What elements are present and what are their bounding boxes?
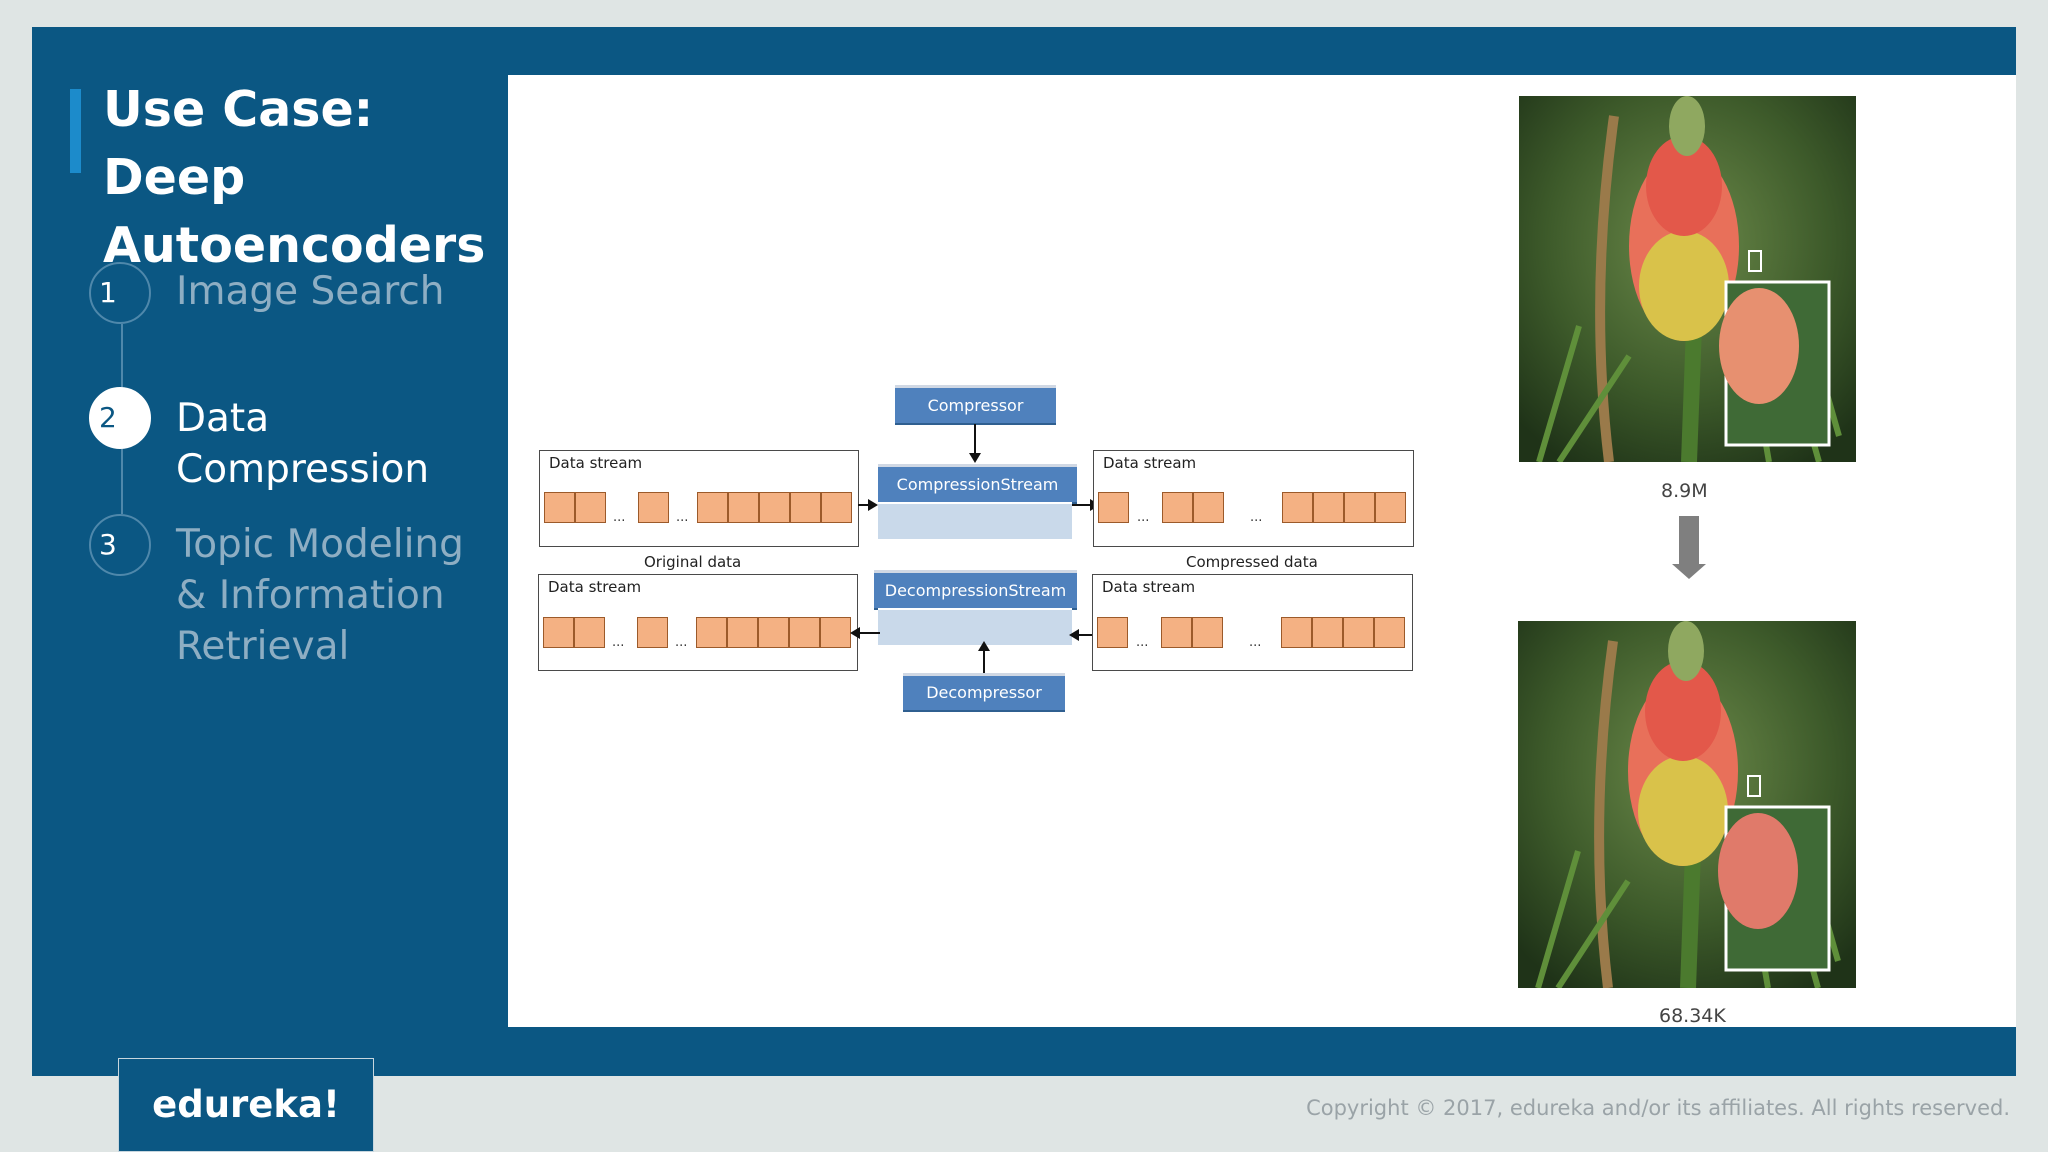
arrow-into-compression [858,504,876,506]
ellipsis: ... [1250,510,1263,525]
ellipsis: ... [675,635,688,650]
arrowhead-icon [969,453,981,463]
ellipsis: ... [613,510,626,525]
step-2-circle[interactable]: 2 [89,387,151,449]
arrowhead-icon [850,627,860,639]
ellipsis: ... [1137,510,1150,525]
edureka-logo: edureka! [118,1058,374,1152]
step-2-label[interactable]: Data Compression [176,396,430,492]
decompressor-box: Decompressor [903,676,1065,710]
compressor-box: Compressor [895,388,1056,423]
compression-stream-box: CompressionStream [878,467,1077,502]
arrow-decompressor-up [983,648,985,673]
arrowhead-icon [868,499,878,511]
decompression-stream-body [878,608,1072,645]
copyright-text: Copyright © 2017, edureka and/or its aff… [1306,1096,2010,1120]
step-1-label[interactable]: Image Search [176,269,445,314]
arrow-compressor-down [974,424,976,459]
data-stream-label: Data stream [548,578,642,596]
data-stream-label: Data stream [549,454,643,472]
original-size-label: 8.9M [1661,480,1708,502]
ellipsis: ... [1249,635,1262,650]
data-stream-label: Data stream [1102,578,1196,596]
ellipsis: ... [1136,635,1149,650]
ellipsis: ... [612,635,625,650]
arrow-out-decompression [858,632,880,634]
down-arrow-icon [1679,516,1699,566]
arrow-into-decompression [1072,634,1094,636]
arrowhead-icon [1069,629,1079,641]
ellipsis: ... [676,510,689,525]
compressed-data-stream-top: Data stream [1093,450,1414,547]
down-arrow-head-icon [1672,564,1706,579]
arrowhead-icon [978,641,990,651]
slide-title: Use Case: Deep Autoencoders [103,81,486,274]
step-3-label[interactable]: Topic Modeling & Information Retrieval [176,522,464,669]
step-1-circle[interactable]: 1 [89,262,151,324]
flower-photo-original [1519,96,1856,462]
compressed-data-caption: Compressed data [1186,553,1318,571]
arrow-out-compression [1072,504,1096,506]
flower-photo-compressed [1518,621,1856,988]
decompression-stream-box: DecompressionStream [874,573,1077,608]
step-3-circle[interactable]: 3 [89,514,151,576]
original-data-caption: Original data [644,553,742,571]
title-accent-bar [70,89,81,173]
data-stream-label: Data stream [1103,454,1197,472]
compressed-size-label: 68.34K [1659,1005,1726,1027]
compression-stream-body [878,502,1072,539]
